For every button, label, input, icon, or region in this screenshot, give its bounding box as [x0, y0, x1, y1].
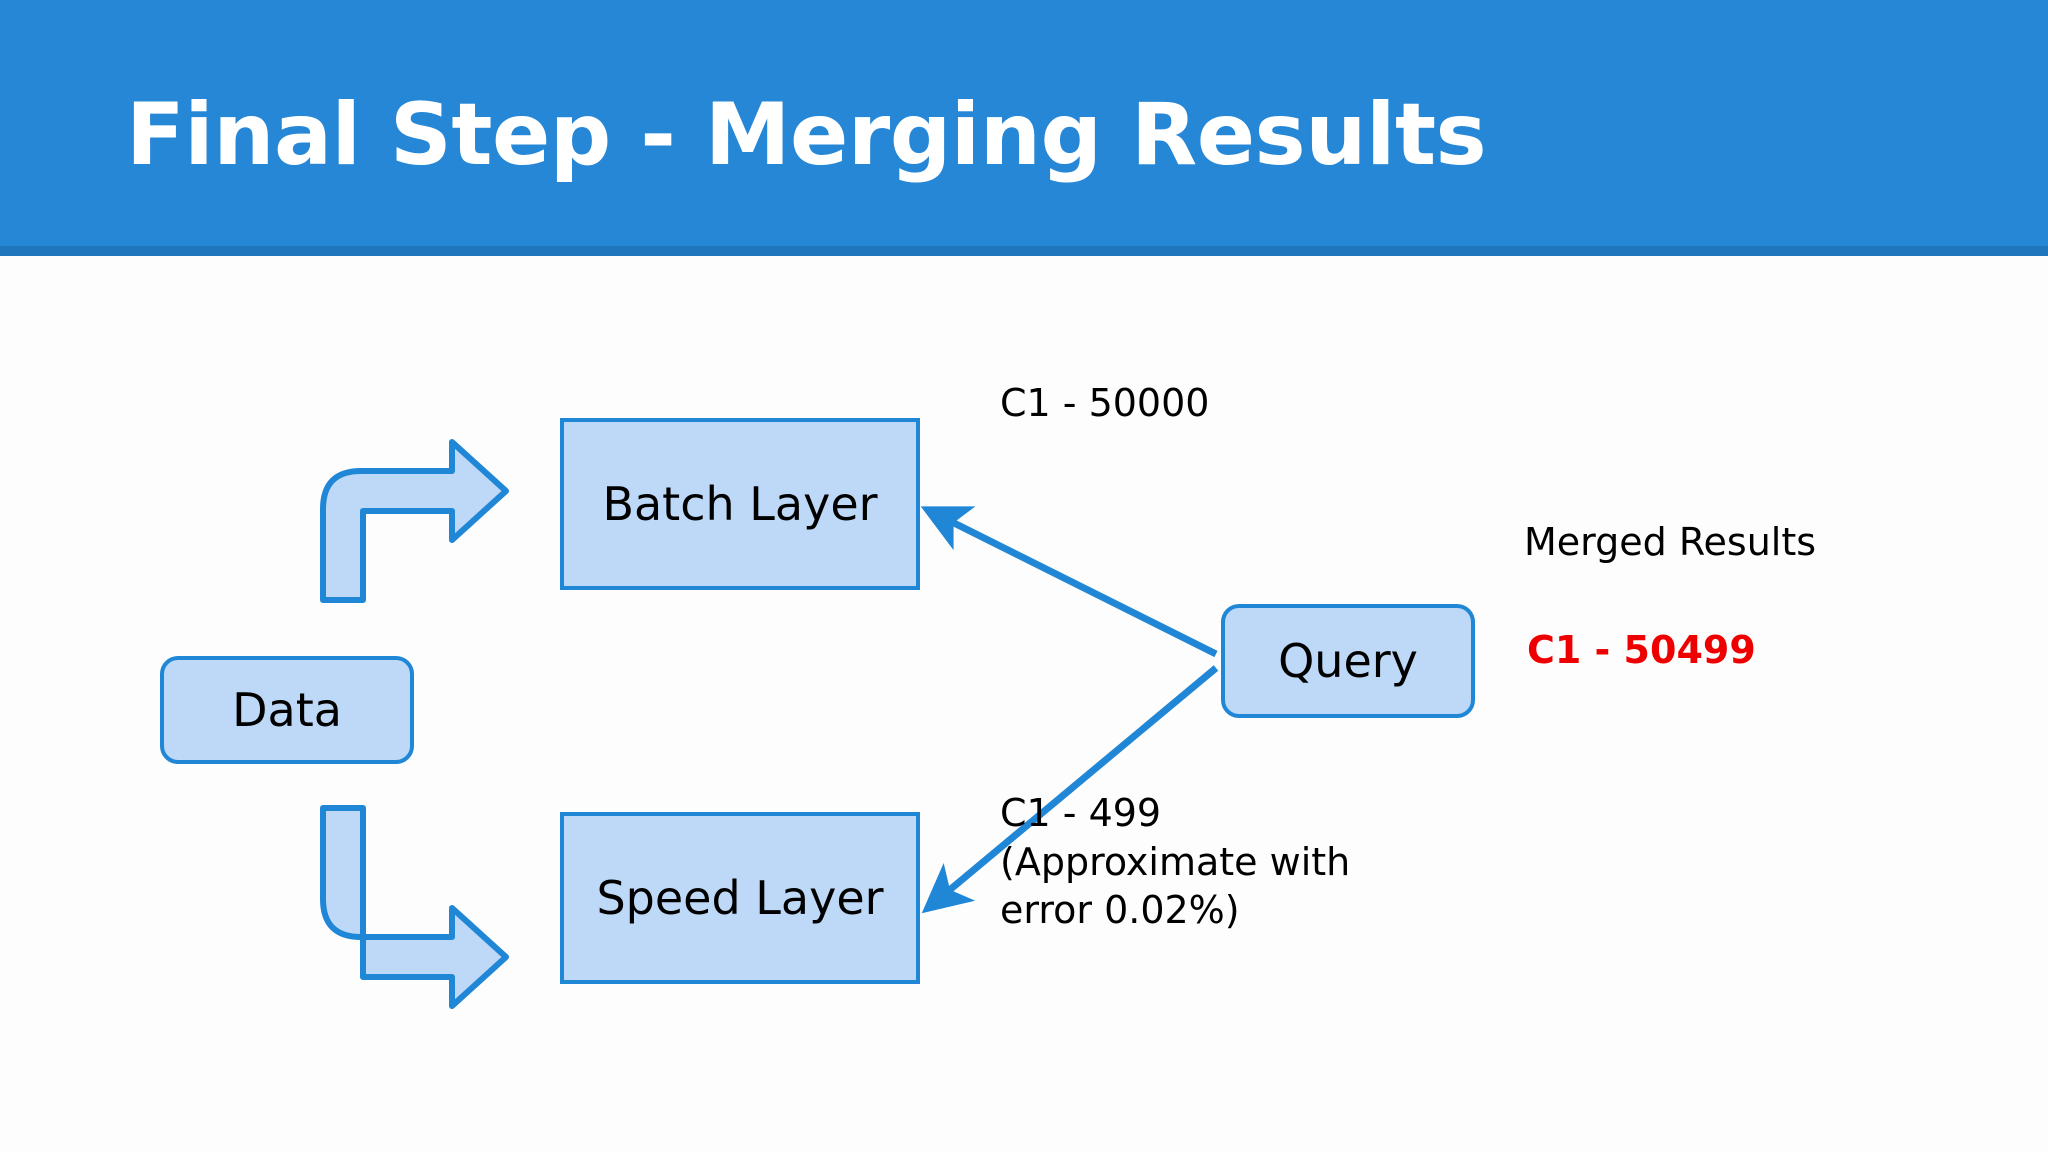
flow-arrow-data-to-batch — [320, 439, 509, 603]
annotation-batch-result: C1 - 50000 — [1000, 381, 1210, 425]
node-batch-layer[interactable]: Batch Layer — [560, 418, 920, 590]
annotation-merged-value: C1 - 50499 — [1527, 628, 1756, 672]
annotation-speed-result: C1 - 499 (Approximate with error 0.02%) — [1000, 791, 1351, 933]
node-speed-layer[interactable]: Speed Layer — [560, 812, 920, 984]
page-title: Final Step - Merging Results — [126, 85, 1487, 185]
connector-query-to-batch — [920, 506, 1218, 658]
node-data[interactable]: Data — [160, 656, 414, 764]
node-query-label: Query — [1278, 634, 1418, 688]
node-query[interactable]: Query — [1221, 604, 1475, 718]
flow-arrow-data-to-speed — [320, 805, 509, 1009]
node-data-label: Data — [232, 683, 342, 737]
diagram-vectors — [320, 439, 1219, 1009]
diagram-canvas: Data Batch Layer Speed Layer Query C1 - … — [0, 256, 2048, 1152]
header-band — [0, 0, 2048, 246]
node-batch-layer-label: Batch Layer — [602, 477, 878, 531]
node-speed-layer-label: Speed Layer — [596, 871, 884, 925]
header-underline — [0, 246, 2048, 256]
connector-query-to-speed — [921, 665, 1219, 914]
annotation-merged-title: Merged Results — [1524, 520, 1817, 564]
